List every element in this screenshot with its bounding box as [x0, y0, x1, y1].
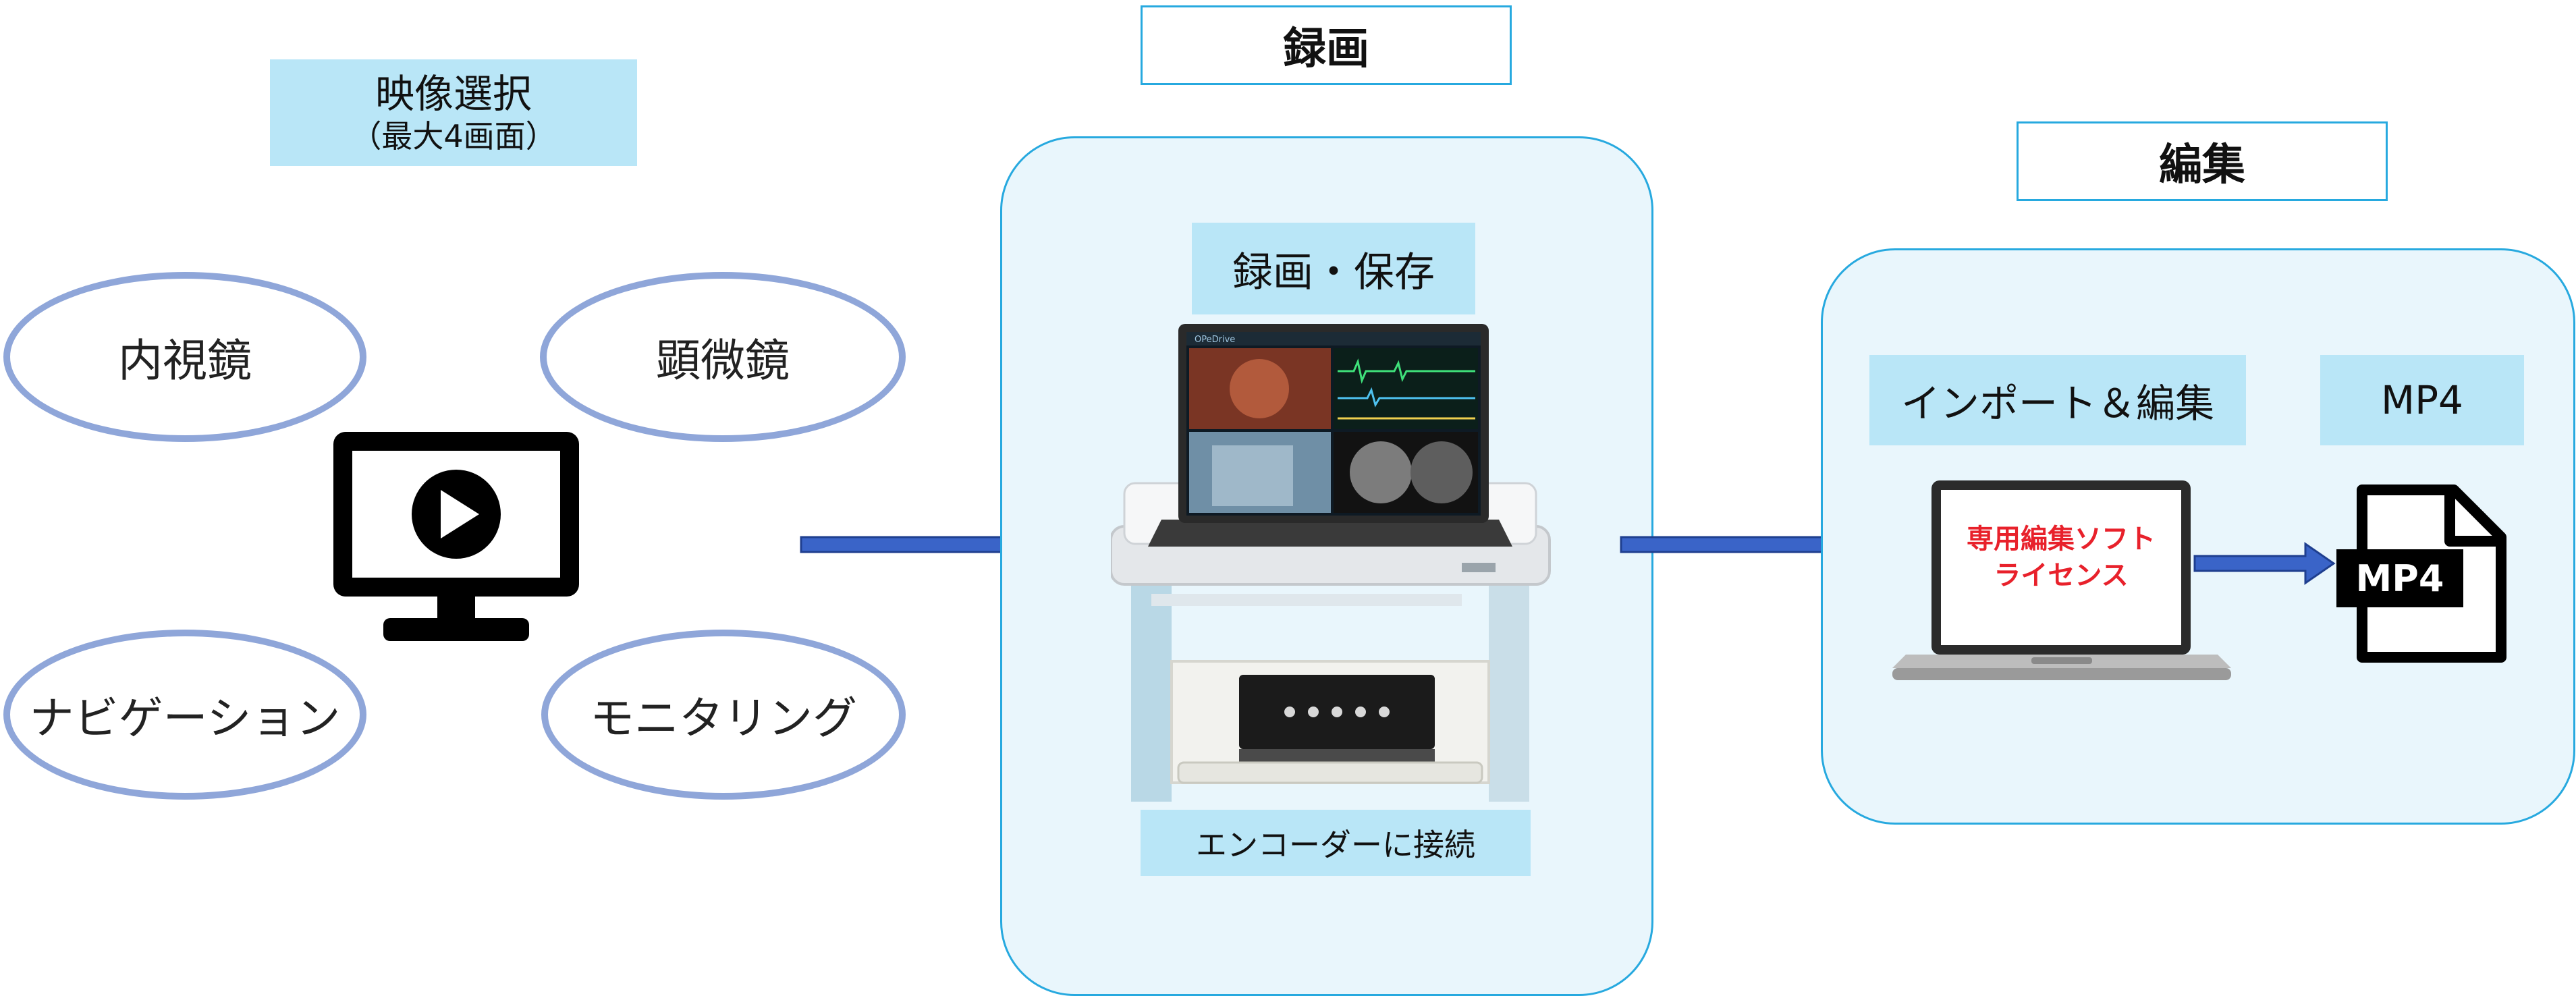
source-oval-endoscope: 内視鏡: [3, 272, 366, 442]
source-oval-microscope: 顕微鏡: [540, 272, 906, 442]
mp4-file-icon: MP4: [2336, 485, 2506, 663]
recording-save-text: 録画・保存: [1232, 248, 1435, 296]
editing-title-box: 編集: [2017, 121, 2388, 201]
monitor-play-icon: [333, 432, 579, 641]
recording-save-label: 録画・保存: [1192, 223, 1475, 314]
laptop-brand-text: OPeDrive: [1195, 335, 1235, 345]
selection-label: 映像選択 （最大4画面）: [270, 59, 637, 166]
license-line2: ライセンス: [1994, 560, 2128, 591]
import-edit-text: インポート＆編集: [1900, 381, 2214, 426]
editing-title: 編集: [2159, 140, 2245, 190]
import-edit-label: インポート＆編集: [1869, 355, 2246, 445]
recording-cart-illustration: OPeDrive: [1111, 324, 1551, 802]
source-label: ナビゲーション: [29, 692, 341, 744]
encoder-text: エンコーダーに接続: [1196, 827, 1475, 863]
selection-subtitle: （最大4画面）: [350, 118, 557, 155]
source-oval-monitoring: モニタリング: [541, 630, 906, 800]
mp4-file-text: MP4: [2356, 557, 2444, 600]
source-label: モニタリング: [590, 692, 857, 744]
flow-arrow-to-mp4: [2193, 542, 2336, 585]
mp4-label-text: MP4: [2381, 377, 2463, 423]
source-oval-navigation: ナビゲーション: [3, 630, 366, 800]
recording-title-box: 録画: [1141, 5, 1512, 85]
recording-title: 録画: [1283, 24, 1369, 74]
selection-title: 映像選択: [375, 71, 532, 117]
mp4-label: MP4: [2320, 355, 2524, 445]
source-label: 顕微鏡: [656, 335, 790, 387]
source-label: 内視鏡: [118, 335, 252, 387]
encoder-label: エンコーダーに接続: [1141, 810, 1531, 876]
license-line1: 専用編集ソフト: [1967, 524, 2156, 555]
editing-laptop-icon: 専用編集ソフト ライセンス: [1892, 480, 2231, 680]
